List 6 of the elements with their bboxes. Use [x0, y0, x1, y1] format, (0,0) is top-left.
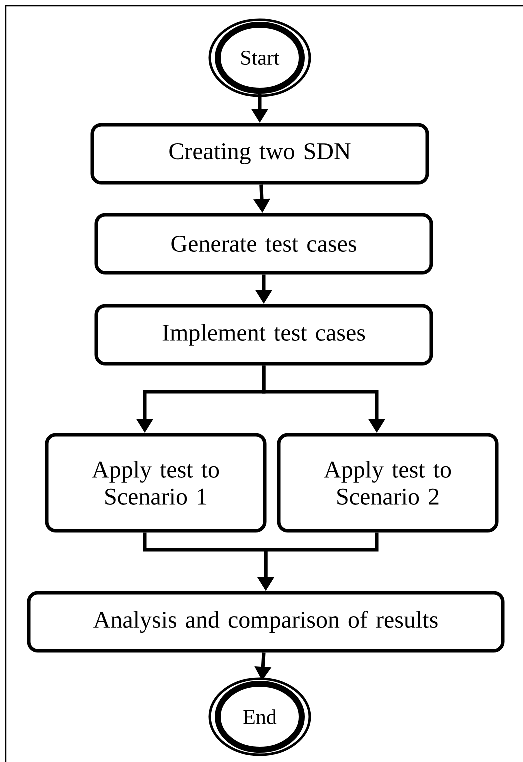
process-box: Apply test to Scenario 1 — [45, 433, 267, 533]
process-box: Implement test cases — [94, 304, 434, 366]
process-box: Apply test to Scenario 2 — [277, 433, 499, 533]
process-box: Generate test cases — [94, 213, 434, 275]
process-box: Creating two SDN — [90, 123, 430, 185]
process-box: Analysis and comparison of results — [27, 591, 505, 653]
